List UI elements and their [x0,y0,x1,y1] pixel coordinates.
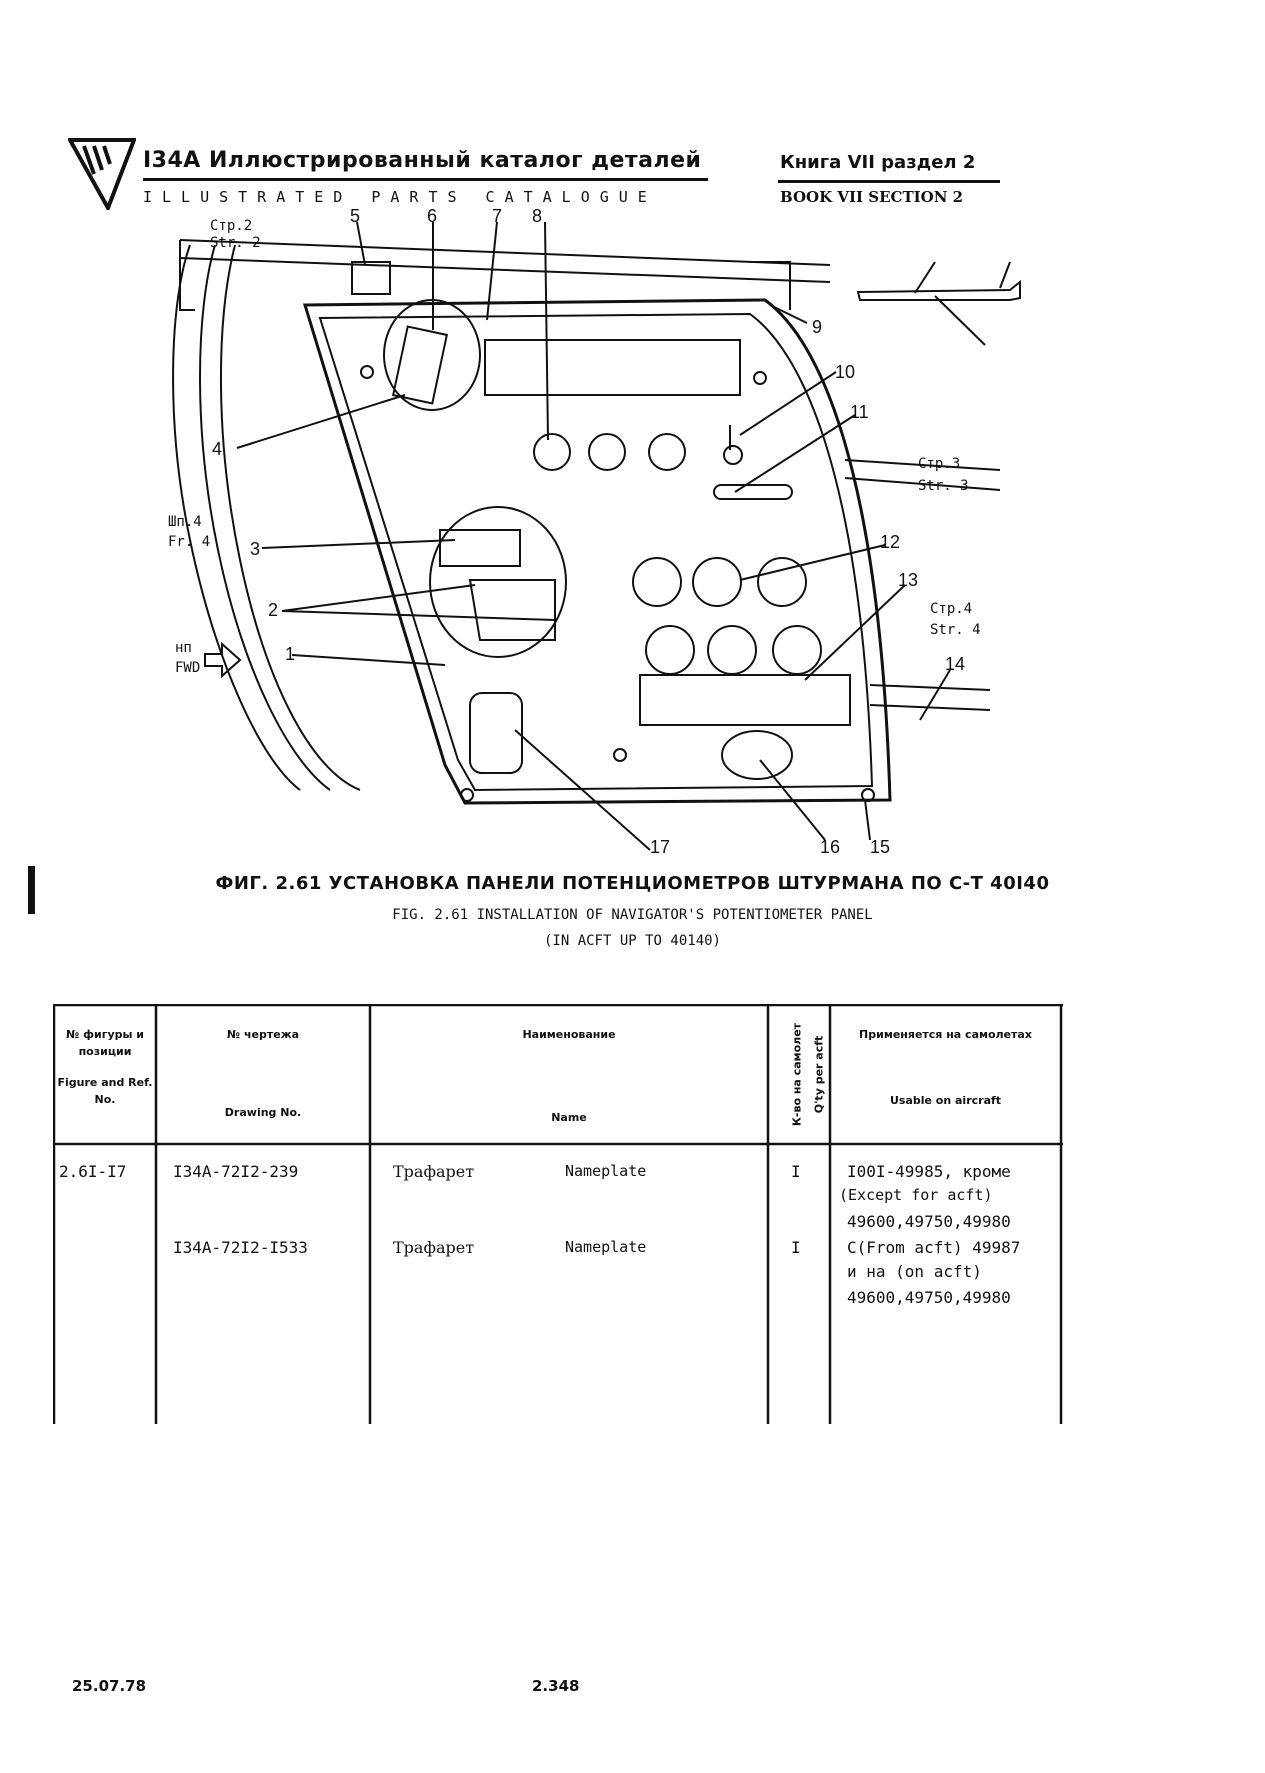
callout-13: 13 [898,570,918,590]
callout-3: 3 [250,539,260,559]
header-qty-ru: К-во на самолет [790,1022,804,1127]
header-fig-en: Figure and Ref. No. [57,1076,153,1106]
label-fwd-ru: нп [175,640,192,656]
usable-line: 49600,49750,49980 [847,1212,1011,1231]
usable-line: I00I-49985, кроме [847,1162,1011,1181]
callout-11: 11 [850,402,869,422]
ilyushin-logo-icon [68,138,136,210]
header-usable-ru: Применяется на самолетах [859,1028,1032,1041]
callout-2: 2 [268,600,278,620]
parts-table: № фигуры и позиции Figure and Ref. No. №… [53,1004,1063,1424]
label-fwd-en: FWD [175,660,200,676]
callout-7: 7 [492,206,502,226]
revision-bar [28,866,35,914]
label-str2-en: Str. 2 [210,235,261,251]
header-qty-en: Q'ty per acft [812,1035,826,1114]
usable-line: C(From acft) 49987 [847,1238,1021,1257]
callout-9: 9 [812,317,822,337]
callout-15: 15 [870,837,890,857]
qty-cell: I [791,1238,801,1257]
callout-14: 14 [945,654,965,674]
drawing-no-cell: I34A-72I2-239 [173,1162,299,1181]
usable-line: (Except for acft) [839,1186,993,1204]
header-drawing-ru: № чертежа [226,1028,300,1041]
header-fig-ru: № фигуры и позиции [66,1028,144,1058]
catalogue-title: I34A Иллюстрированный каталог деталей [143,148,702,173]
table-grid [53,1004,1063,1424]
label-str3-en: Str. 3 [918,478,969,494]
footer-date: 25.07.78 [72,1677,147,1695]
name-ru-cell: Трафарет [393,1238,475,1257]
usable-line: и на (on acft) [847,1262,982,1281]
callout-6: 6 [427,206,437,226]
label-str3-ru: Стр.3 [918,456,960,472]
usable-line: 49600,49750,49980 [847,1288,1011,1307]
figure-caption-en: FIG. 2.61 INSTALLATION OF NAVIGATOR'S PO… [392,907,873,923]
callout-16: 16 [820,837,840,857]
drawing-no-cell: I34A-72I2-I533 [173,1238,308,1257]
header-name-en: Name [551,1111,587,1124]
book-section-en: BOOK VII SECTION 2 [780,188,964,206]
label-str4-en: Str. 4 [930,622,981,638]
fig-ref-cell: 2.6I-I7 [59,1162,127,1181]
qty-cell: I [791,1162,801,1181]
label-str2-ru: Стр.2 [210,218,252,234]
label-fr4-ru: Шп.4 [168,514,202,530]
footer-page-number: 2.348 [532,1677,580,1695]
header-rule [143,178,708,181]
callout-5: 5 [350,206,360,226]
callout-17: 17 [650,837,670,857]
callout-10: 10 [835,362,855,382]
name-en-cell: Nameplate [565,1238,647,1256]
callout-4: 4 [212,439,222,459]
figure-caption-en-sub: (IN ACFT UP TO 40140) [543,933,721,949]
header-drawing-en: Drawing No. [224,1106,302,1119]
name-ru-cell: Трафарет [393,1162,475,1181]
catalogue-subtitle: ILLUSTRATED PARTS CATALOGUE [143,188,657,206]
book-rule [778,180,1000,183]
panel-illustration: 5 6 7 8 9 10 11 12 13 14 15 16 17 4 3 2 … [168,206,1021,857]
callout-1: 1 [285,644,295,664]
callout-12: 12 [880,532,900,552]
name-en-cell: Nameplate [565,1162,647,1180]
label-str4-ru: Стр.4 [930,601,972,617]
book-section-ru: Книга VII раздел 2 [780,152,976,173]
header-name-ru: Наименование [522,1028,616,1041]
label-fr4-en: Fr. 4 [168,534,210,550]
callout-8: 8 [532,206,542,226]
figure-caption-ru: ФИГ. 2.61 УСТАНОВКА ПАНЕЛИ ПОТЕНЦИОМЕТРО… [215,873,1050,894]
header-usable-en: Usable on aircraft [889,1094,1002,1107]
